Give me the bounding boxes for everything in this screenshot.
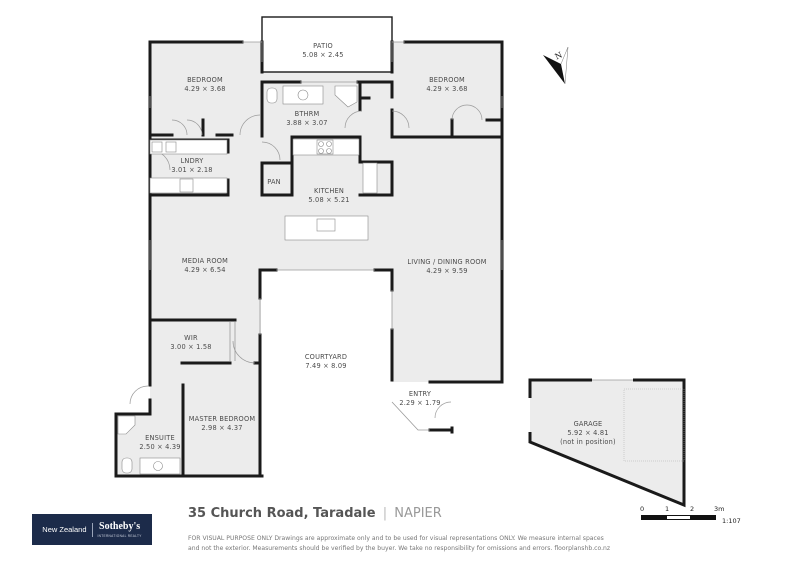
room-dims-living-dining: 4.29 × 9.59 — [426, 267, 467, 275]
scale-bar: 0 1 2 3m 1:107 — [640, 505, 750, 525]
garage — [528, 378, 686, 508]
room-name-entry: ENTRY — [409, 390, 432, 398]
room-dims-bedroom-1: 4.29 × 3.68 — [184, 85, 225, 93]
property-address: 35 Church Road, Taradale | NAPIER — [188, 506, 442, 521]
room-name-pan: PAN — [267, 178, 281, 186]
room-dims-lndry: 3.01 × 2.18 — [171, 166, 212, 174]
scale-tick-3: 3m — [714, 505, 725, 513]
room-dims-courtyard: 7.49 × 8.09 — [305, 362, 346, 370]
ensuite-toilet — [121, 457, 133, 474]
room-dims-ensuite: 2.50 × 4.39 — [139, 443, 180, 451]
room-name-courtyard: COURTYARD — [305, 353, 347, 361]
room-name-master-bedroom: MASTER BEDROOM — [189, 415, 256, 423]
compass-icon: N — [543, 46, 569, 85]
disclaimer: FOR VISUAL PURPOSE ONLY Drawings are app… — [188, 534, 748, 553]
room-note-garage: (not in position) — [560, 438, 616, 446]
room-name-bthrm: BTHRM — [295, 110, 320, 118]
logo-brand-block: Sotheby's INTERNATIONAL REALTY — [97, 520, 142, 538]
scale-segment-3 — [691, 515, 716, 520]
room-name-bedroom-1: BEDROOM — [187, 76, 223, 84]
logo-brand: Sotheby's — [99, 520, 141, 532]
logo-subtitle: INTERNATIONAL REALTY — [97, 533, 142, 538]
room-name-wir: WIR — [184, 334, 198, 342]
logo-region: New Zealand — [42, 522, 93, 537]
sothebys-logo: New Zealand Sotheby's INTERNATIONAL REAL… — [32, 514, 152, 545]
patio-area — [261, 16, 393, 73]
room-labels: BEDROOM 4.29 × 3.68 PATIO 5.08 × 2.45 BE… — [139, 42, 615, 451]
room-dims-media-room: 4.29 × 6.54 — [184, 266, 225, 274]
room-name-media-room: MEDIA ROOM — [182, 257, 228, 265]
room-name-garage: GARAGE — [574, 420, 603, 428]
scale-tick-0: 0 — [640, 505, 645, 513]
toilet — [266, 87, 278, 104]
courtyard-area — [261, 270, 452, 476]
room-name-kitchen: KITCHEN — [314, 187, 344, 195]
disclaimer-line-1: FOR VISUAL PURPOSE ONLY Drawings are app… — [188, 535, 604, 542]
scale-segment-1 — [641, 515, 666, 520]
room-name-ensuite: ENSUITE — [145, 434, 175, 442]
room-name-living-dining: LIVING / DINING ROOM — [407, 258, 486, 266]
room-dims-patio: 5.08 × 2.45 — [302, 51, 343, 59]
shower — [334, 85, 358, 108]
scale-segment-2 — [666, 515, 691, 520]
ensuite-shower — [117, 415, 136, 435]
address-separator: | — [382, 506, 388, 521]
scale-ratio: 1:107 — [722, 517, 741, 525]
fridge — [362, 162, 378, 194]
fixtures — [117, 85, 378, 475]
address-street: 35 Church Road, Taradale — [188, 506, 376, 521]
room-dims-master-bedroom: 2.98 × 4.37 — [201, 424, 242, 432]
scale-tick-1: 1 — [665, 505, 670, 513]
room-name-bedroom-2: BEDROOM — [429, 76, 465, 84]
scale-tick-2: 2 — [690, 505, 695, 513]
room-dims-garage: 5.92 × 4.81 — [567, 429, 608, 437]
room-dims-bedroom-2: 4.29 × 3.68 — [426, 85, 467, 93]
room-dims-kitchen: 5.08 × 5.21 — [308, 196, 349, 204]
room-dims-wir: 3.00 × 1.58 — [170, 343, 211, 351]
address-city: NAPIER — [394, 506, 442, 521]
window-lines — [149, 41, 503, 431]
room-name-patio: PATIO — [313, 42, 333, 50]
sink-icon — [316, 218, 336, 232]
compass-label: N — [553, 50, 563, 61]
room-dims-bthrm: 3.88 × 3.07 — [286, 119, 327, 127]
room-dims-entry: 2.29 × 1.79 — [399, 399, 440, 407]
disclaimer-line-2: and not the exterior. Measurements shoul… — [188, 544, 611, 552]
room-name-lndry: LNDRY — [181, 157, 205, 165]
car-space — [623, 388, 685, 462]
